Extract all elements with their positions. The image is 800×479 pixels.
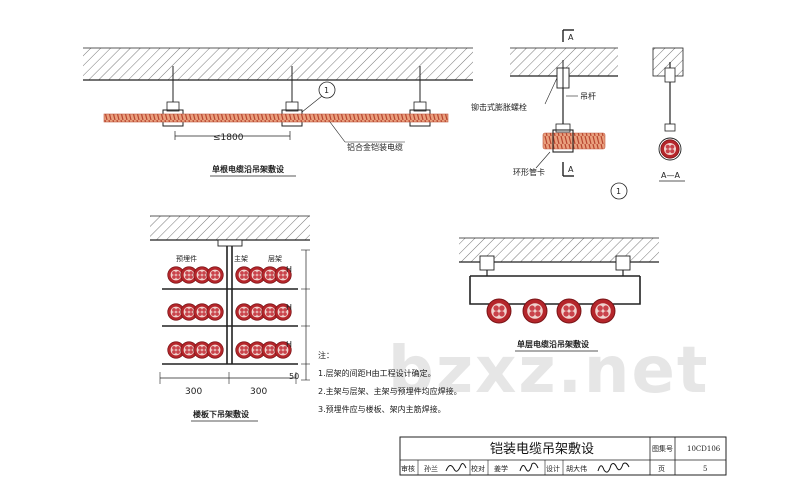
notes-heading: 注： <box>318 350 334 360</box>
cable-tier <box>162 341 298 365</box>
armored-cable <box>542 132 606 150</box>
detail-number-circle <box>610 182 628 200</box>
layer-frame-label: 层架 <box>268 255 282 263</box>
note-item: 1.层架的间距H由工程设计确定。 <box>318 368 436 378</box>
view-single-tier-rack: 单层电缆沿吊架敷设 <box>459 237 659 352</box>
rod-label: 吊杆 <box>580 91 596 101</box>
page-number: 5 <box>703 465 707 473</box>
cable-cross-section <box>660 139 680 159</box>
checker-signature <box>519 462 539 472</box>
review-label: 审核 <box>401 464 415 473</box>
drawing-title: 铠装电缆吊架敷设 <box>490 441 594 457</box>
cable-tier <box>162 266 298 290</box>
embedded-plate <box>217 239 243 247</box>
anchor-bolt <box>479 255 495 271</box>
ring-clamp-label: 环形管卡 <box>513 167 545 177</box>
title-block: 铠装电缆吊架敷设 图集号 10CD106 审核 孙兰 校对 姜学 设计 胡大伟 … <box>399 436 727 476</box>
ring-clamp <box>552 129 574 153</box>
designer-signature <box>597 462 630 473</box>
reviewer-name: 孙兰 <box>424 464 438 473</box>
page-label: 页 <box>658 465 665 473</box>
cable-cross-section <box>522 298 548 324</box>
view-single-cable-hanger: ≤1800 1 铝合金铠装电缆 单根电缆沿吊架敷设 <box>83 47 473 177</box>
tier-spacing-h: H <box>286 340 292 349</box>
view-title-multi-tier: 楼板下吊架敷设 <box>193 409 249 419</box>
tier-spacing-h: H <box>286 265 292 274</box>
detail-ref-number: 1 <box>324 86 329 95</box>
embedded-plate-label: 预埋件 <box>176 254 197 263</box>
watermark-text: bzxz.net <box>388 334 709 408</box>
spacing-label: ≤1800 <box>213 133 244 143</box>
atlas-number: 10CD106 <box>687 445 721 453</box>
anchor-bolt <box>615 255 631 271</box>
width-300-right: 300 <box>250 387 267 397</box>
detail-number: 1 <box>616 187 621 196</box>
design-label: 设计 <box>546 464 560 473</box>
section-mark-top: A <box>568 33 574 42</box>
armored-cable <box>103 113 449 123</box>
cable-cross-section <box>556 298 582 324</box>
section-mark-bottom: A <box>568 165 574 174</box>
ceiling-slab <box>83 48 473 80</box>
check-label: 校对 <box>471 464 485 473</box>
main-frame-label: 主架 <box>234 254 248 263</box>
cable-cross-section <box>590 298 616 324</box>
note-item: 2.主架与层架、主架与预埋件均应焊接。 <box>318 386 462 396</box>
view-multi-tier-rack: 预埋件 主架 层架 H H H 50 300 300 楼板下吊架敷设 <box>150 215 310 422</box>
view-detail-1: A 铆击式膨胀螺栓 吊杆 环形管卡 A 1 <box>471 29 628 200</box>
view-title-single-tier: 单层电缆沿吊架敷设 <box>517 339 589 349</box>
checker-name: 姜学 <box>494 464 508 473</box>
notes: 注： 1.层架的间距H由工程设计确定。 2.主架与层架、主架与预埋件均应焊接。 … <box>318 350 462 414</box>
section-label: A—A <box>661 171 680 180</box>
reviewer-signature <box>445 463 467 472</box>
width-300-left: 300 <box>185 387 202 397</box>
note-item: 3.预埋件应与楼板、架内主筋焊接。 <box>318 404 446 414</box>
bottom-offset-50: 50 <box>289 372 299 381</box>
atlas-label: 图集号 <box>652 444 673 453</box>
designer-name: 胡大伟 <box>566 464 587 473</box>
floor-slab <box>150 216 310 240</box>
view-title-single-cable: 单根电缆沿吊架敷设 <box>212 164 284 174</box>
u-channel-frame <box>469 276 641 305</box>
view-section-a-a: A—A <box>652 47 685 182</box>
anchor-bolt-label: 铆击式膨胀螺栓 <box>471 102 527 112</box>
cable-tier <box>162 303 298 327</box>
cable-label: 铝合金铠装电缆 <box>347 142 403 152</box>
detail-ref-circle <box>318 81 336 99</box>
tier-spacing-h: H <box>286 303 292 312</box>
cable-cross-section <box>486 298 512 324</box>
